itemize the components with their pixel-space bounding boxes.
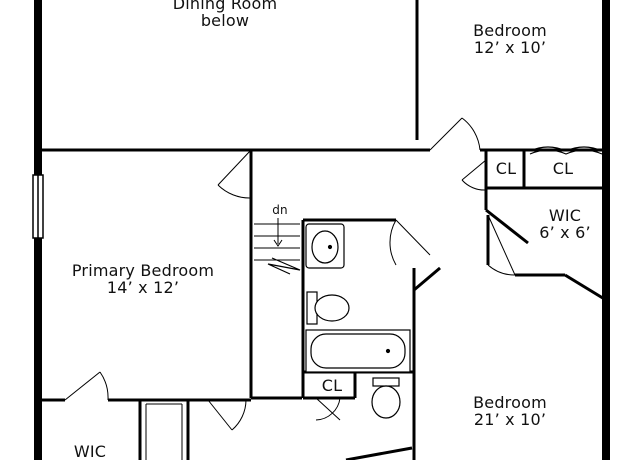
wic-bottom-label: WIC [70, 443, 110, 460]
primary-bedroom-label: Primary Bedroom 14’ x 12’ [58, 262, 228, 296]
wic-right-name: WIC [548, 206, 582, 225]
closet-right-label: CL [552, 159, 574, 178]
dining-room-label: Dining Room below [160, 0, 290, 29]
stairs [254, 218, 301, 275]
closet-sliding-doors [529, 146, 603, 155]
bedroom-top-label: Bedroom 12’ x 10’ [450, 22, 570, 56]
primary-bedroom-name: Primary Bedroom [71, 261, 215, 280]
dining-room-name: Dining Room [172, 0, 278, 13]
closet-left-label: CL [495, 159, 517, 178]
wic-right-dims: 6’ x 6’ [539, 223, 591, 242]
closet-bath-label: CL [321, 376, 343, 395]
dining-room-note: below [200, 11, 250, 30]
bedroom-bottom-label: Bedroom 21’ x 10’ [450, 394, 570, 428]
stairs-direction-label: dn [272, 203, 288, 217]
bedroom-top-name: Bedroom [473, 21, 547, 40]
exterior-walls [34, 0, 610, 460]
window-left [32, 174, 44, 239]
bath-fixtures [305, 223, 411, 419]
wall-bottom-diag [345, 446, 413, 460]
interior-walls [38, 0, 607, 460]
wic-right-label: WIC 6’ x 6’ [525, 207, 605, 241]
bedroom-bottom-dims: 21’ x 10’ [473, 410, 547, 429]
doors [64, 117, 516, 431]
primary-bedroom-dims: 14’ x 12’ [106, 278, 180, 297]
bedroom-bottom-name: Bedroom [473, 393, 547, 412]
bedroom-top-dims: 12’ x 10’ [473, 38, 547, 57]
wic-bottom-name: WIC [73, 442, 107, 460]
